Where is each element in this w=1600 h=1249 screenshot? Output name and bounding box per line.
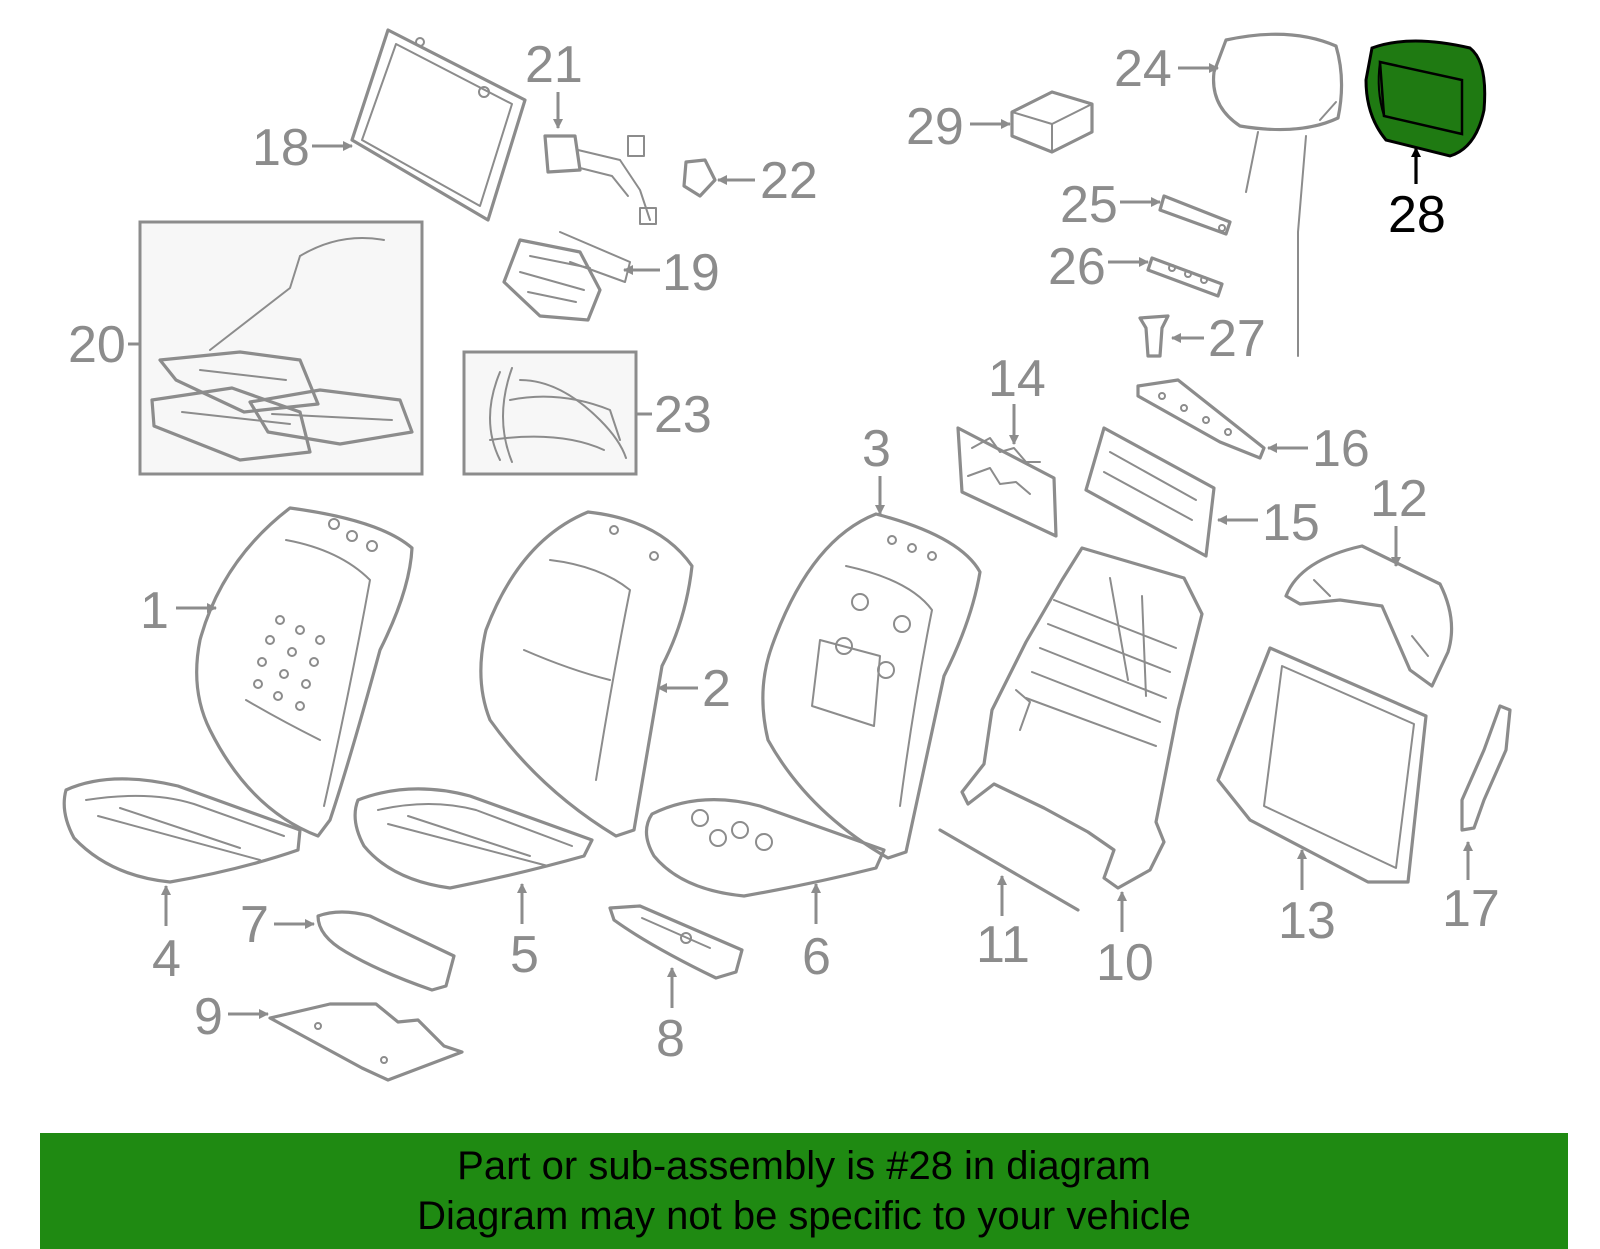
svg-text:23: 23 xyxy=(654,386,712,444)
part-19-motor xyxy=(502,231,631,322)
svg-text:18: 18 xyxy=(252,119,310,177)
callout-26: 26 xyxy=(1048,238,1149,296)
part-26-plate xyxy=(1146,256,1224,298)
callout-22: 22 xyxy=(717,152,818,210)
svg-text:26: 26 xyxy=(1048,238,1106,296)
callout-14: 14 xyxy=(988,350,1046,445)
callout-12: 12 xyxy=(1370,470,1428,567)
part-1-perforation-dots xyxy=(253,615,325,711)
part-27-guide-sleeve xyxy=(1138,314,1170,358)
banner-line-part-info: Part or sub-assembly is #28 in diagram xyxy=(457,1144,1151,1188)
part-2-backrest-pad xyxy=(479,510,694,838)
callout-18: 18 xyxy=(252,119,353,177)
part-6-seat-heater-cushion xyxy=(644,798,886,898)
svg-text:15: 15 xyxy=(1262,494,1320,552)
callout-5: 5 xyxy=(510,883,539,984)
part-14-side-panel xyxy=(956,426,1058,538)
svg-text:1: 1 xyxy=(140,582,169,640)
callout-17: 17 xyxy=(1442,841,1500,938)
part-12-back-cover-upper xyxy=(1284,544,1454,688)
part-8-heater-element xyxy=(608,904,744,980)
part-16-trim-strip xyxy=(1136,378,1266,460)
svg-text:25: 25 xyxy=(1060,176,1118,234)
part-25-bracket xyxy=(1158,194,1232,236)
svg-text:12: 12 xyxy=(1370,470,1428,528)
callout-28: 28 xyxy=(1388,147,1446,244)
callout-16: 16 xyxy=(1267,420,1370,478)
callout-11: 11 xyxy=(976,875,1030,974)
callout-7: 7 xyxy=(240,896,315,954)
part-15-frame-bracket xyxy=(1084,426,1216,558)
part-5-seat-cushion-pad xyxy=(353,787,594,890)
part-24-headrest xyxy=(1211,32,1344,357)
part-21-switch-harness xyxy=(543,134,657,225)
callout-23: 23 xyxy=(636,386,712,444)
callout-1: 1 xyxy=(140,582,217,640)
svg-text:5: 5 xyxy=(510,926,539,984)
svg-text:10: 10 xyxy=(1096,934,1154,992)
callout-25: 25 xyxy=(1060,176,1161,234)
svg-text:16: 16 xyxy=(1312,420,1370,478)
svg-text:22: 22 xyxy=(760,152,818,210)
svg-text:8: 8 xyxy=(656,1010,685,1068)
callout-13: 13 xyxy=(1278,849,1336,950)
part-29-pad xyxy=(1010,90,1094,154)
svg-text:27: 27 xyxy=(1208,310,1266,368)
parts-diagram: 18 21 22 19 20 xyxy=(62,28,1512,1082)
svg-text:6: 6 xyxy=(802,928,831,986)
part-11-rod xyxy=(938,828,1080,912)
part-7-pad-strip xyxy=(316,910,456,992)
part-17-side-trim xyxy=(1460,704,1512,832)
svg-text:2: 2 xyxy=(702,660,731,718)
part-23-wire-bundle-box xyxy=(462,350,638,476)
callout-2: 2 xyxy=(657,660,731,718)
part-4-seat-cushion-cover xyxy=(62,777,302,884)
svg-text:9: 9 xyxy=(194,988,223,1046)
part-22-clip xyxy=(682,158,717,198)
svg-text:24: 24 xyxy=(1114,40,1172,98)
part-20-lumbar-support-box xyxy=(138,220,424,476)
svg-text:7: 7 xyxy=(240,896,269,954)
callout-27: 27 xyxy=(1171,310,1266,368)
callout-8: 8 xyxy=(656,967,685,1068)
svg-text:4: 4 xyxy=(152,930,181,988)
callout-6: 6 xyxy=(802,883,831,986)
part-13-back-cover xyxy=(1216,646,1428,884)
svg-text:21: 21 xyxy=(525,36,583,94)
svg-text:19: 19 xyxy=(662,244,720,302)
callout-21: 21 xyxy=(525,36,583,129)
svg-text:28: 28 xyxy=(1388,186,1446,244)
part-1-backrest-cover xyxy=(195,506,414,838)
callout-29: 29 xyxy=(906,98,1011,156)
part-10-backrest-frame xyxy=(960,546,1204,890)
part-28-headrest-highlighted xyxy=(1364,39,1487,158)
svg-text:20: 20 xyxy=(68,316,126,374)
svg-text:3: 3 xyxy=(862,420,891,478)
callout-10: 10 xyxy=(1096,891,1154,992)
callout-4: 4 xyxy=(152,885,181,988)
callout-15: 15 xyxy=(1217,494,1320,552)
callout-9: 9 xyxy=(194,988,269,1046)
svg-text:13: 13 xyxy=(1278,892,1336,950)
part-3-backrest-heater-pad xyxy=(761,512,982,860)
svg-text:17: 17 xyxy=(1442,880,1500,938)
info-banner: Part or sub-assembly is #28 in diagram D… xyxy=(40,1133,1568,1249)
callout-24: 24 xyxy=(1114,40,1219,98)
part-9-insulator-sheet xyxy=(268,1002,464,1082)
svg-text:29: 29 xyxy=(906,98,964,156)
svg-text:14: 14 xyxy=(988,350,1046,408)
callout-3: 3 xyxy=(862,420,891,515)
banner-line-disclaimer: Diagram may not be specific to your vehi… xyxy=(417,1194,1191,1238)
svg-text:11: 11 xyxy=(976,916,1030,974)
callout-20: 20 xyxy=(68,316,140,374)
part-18-back-panel xyxy=(350,28,527,222)
callout-19: 19 xyxy=(623,244,720,302)
